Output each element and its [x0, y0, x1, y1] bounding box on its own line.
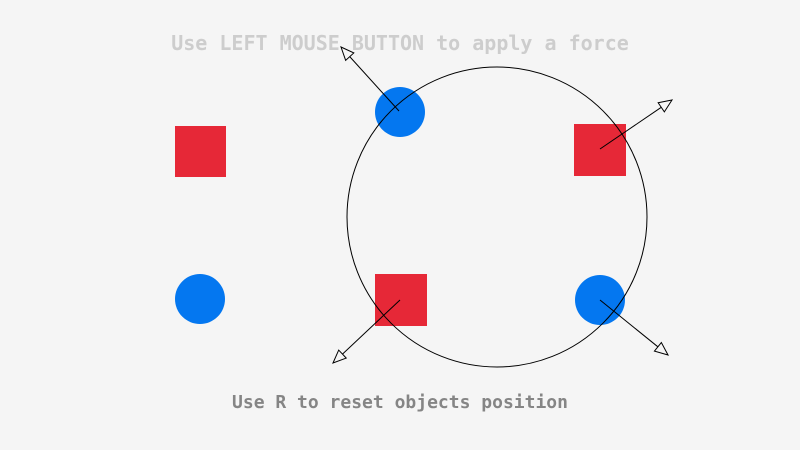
hint-apply-force: Use LEFT MOUSE BUTTON to apply a force — [171, 31, 629, 55]
red-square-right[interactable] — [574, 124, 626, 176]
force-arrow-bottom-square-line — [342, 299, 401, 355]
force-arrow-right-square-head — [657, 99, 674, 113]
force-arrow-top-circle-line — [349, 56, 400, 112]
blue-circle-left[interactable] — [175, 274, 225, 324]
red-square-bottom-center[interactable] — [375, 274, 427, 326]
blue-circle-top[interactable] — [375, 87, 425, 137]
force-arrow-top-circle-head — [340, 46, 355, 62]
force-arrow-right-square-line — [599, 106, 662, 150]
boundary-circle — [346, 66, 648, 368]
force-arrow-bottom-right-circle-line — [599, 299, 659, 348]
force-arrow-bottom-square-head — [332, 349, 348, 364]
force-arrow-bottom-right-circle-head — [653, 341, 669, 356]
hint-reset-objects: Use R to reset objects position — [232, 392, 568, 413]
red-square-left[interactable] — [175, 126, 226, 177]
